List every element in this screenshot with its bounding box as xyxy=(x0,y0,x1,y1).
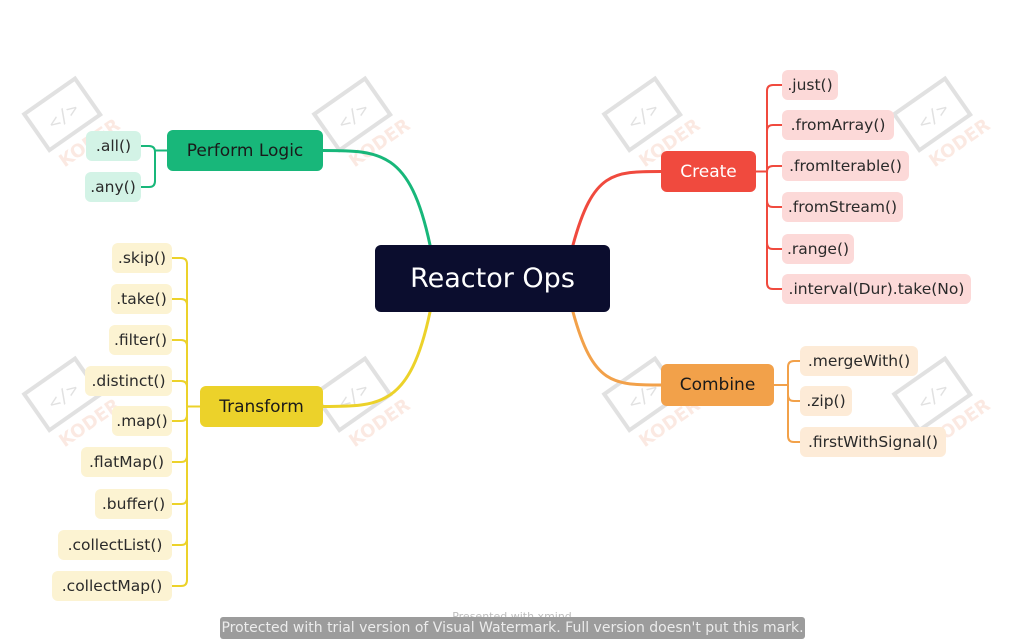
leaf-create-4[interactable]: .range() xyxy=(782,234,854,264)
connector-leaf-transform-3 xyxy=(171,380,188,388)
connector-leaf-create-5 xyxy=(766,282,783,290)
connector-root-create xyxy=(571,170,663,247)
connector-root-combine xyxy=(571,310,663,387)
connector-leaf-create-1 xyxy=(766,124,783,132)
topic-perform-logic[interactable]: Perform Logic xyxy=(167,130,323,171)
leaf-perform-logic-0[interactable]: .all() xyxy=(86,131,141,161)
leaf-create-3[interactable]: .fromStream() xyxy=(782,192,903,222)
topic-create[interactable]: Create xyxy=(661,151,756,192)
connector-leaf-transform-7 xyxy=(171,538,188,546)
connector-leaf-combine-0 xyxy=(787,360,801,368)
connector-leaf-transform-8 xyxy=(171,579,188,587)
connector-root-transform xyxy=(321,310,432,408)
trial-watermark-banner: Protected with trial version of Visual W… xyxy=(220,617,805,639)
connector-leaf-transform-0 xyxy=(171,257,188,265)
leaf-transform-3[interactable]: .distinct() xyxy=(85,366,172,396)
connector-leaf-create-2 xyxy=(766,165,783,173)
connector-leaf-create-3 xyxy=(766,200,783,208)
connector-leaf-create-0 xyxy=(766,84,783,92)
leaf-transform-5[interactable]: .flatMap() xyxy=(81,447,172,477)
leaf-create-0[interactable]: .just() xyxy=(782,70,838,100)
leaf-combine-0[interactable]: .mergeWith() xyxy=(800,346,918,376)
leaf-combine-2[interactable]: .firstWithSignal() xyxy=(800,427,946,457)
leaf-transform-0[interactable]: .skip() xyxy=(112,243,172,273)
connector-root-perform-logic xyxy=(321,149,432,247)
connector-leaf-transform-5 xyxy=(171,455,188,463)
topic-combine[interactable]: Combine xyxy=(661,364,774,406)
connector-leaf-perform-logic-0 xyxy=(140,145,156,153)
connector-leaf-transform-1 xyxy=(171,298,188,306)
leaf-create-5[interactable]: .interval(Dur).take(No) xyxy=(782,274,971,304)
leaf-transform-8[interactable]: .collectMap() xyxy=(52,571,172,601)
leaf-transform-4[interactable]: .map() xyxy=(112,406,172,436)
connector-leaf-create-4 xyxy=(766,242,783,250)
leaf-perform-logic-1[interactable]: .any() xyxy=(85,172,141,202)
root-topic[interactable]: Reactor Ops xyxy=(375,245,610,312)
leaf-create-1[interactable]: .fromArray() xyxy=(782,110,894,140)
connector-leaf-transform-2 xyxy=(171,339,188,347)
connector-leaf-transform-6 xyxy=(171,497,188,505)
leaf-create-2[interactable]: .fromIterable() xyxy=(782,151,909,181)
leaf-transform-6[interactable]: .buffer() xyxy=(95,489,172,519)
connector-leaf-perform-logic-1 xyxy=(140,180,156,188)
leaf-combine-1[interactable]: .zip() xyxy=(800,386,852,416)
connector-leaf-transform-4 xyxy=(171,414,188,422)
connector-leaf-combine-2 xyxy=(787,435,801,443)
leaf-transform-1[interactable]: .take() xyxy=(111,284,172,314)
leaf-transform-7[interactable]: .collectList() xyxy=(58,530,172,560)
connector-leaf-combine-1 xyxy=(787,394,801,402)
topic-transform[interactable]: Transform xyxy=(200,386,323,427)
leaf-transform-2[interactable]: .filter() xyxy=(109,325,172,355)
